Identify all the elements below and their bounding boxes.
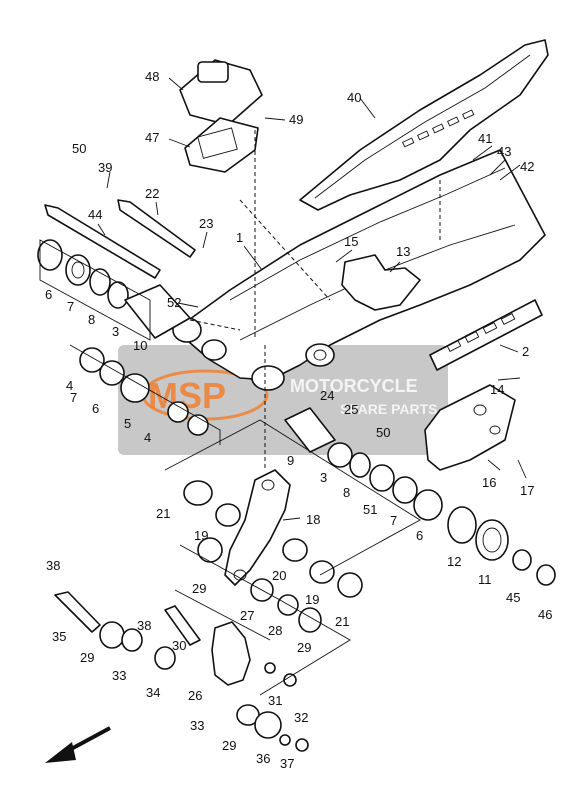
callout-32: 32 xyxy=(294,710,308,725)
callout-43: 43 xyxy=(497,144,511,159)
callout-8b: 8 xyxy=(343,485,350,500)
callout-8a: 8 xyxy=(88,312,95,327)
collars-bushings xyxy=(54,480,363,752)
callout-41: 41 xyxy=(478,131,492,146)
callout-24: 24 xyxy=(320,388,334,403)
callout-25: 25 xyxy=(344,402,358,417)
construction-lines xyxy=(39,130,441,696)
callout-33a: 33 xyxy=(112,668,126,683)
callout-13: 13 xyxy=(396,244,410,259)
callout-18: 18 xyxy=(306,512,320,527)
callout-4b: 4 xyxy=(144,430,151,445)
callout-19b: 19 xyxy=(305,592,319,607)
callout-44: 44 xyxy=(88,207,102,222)
callout-29c: 29 xyxy=(80,650,94,665)
callout-30: 30 xyxy=(172,638,186,653)
pivot-shafts xyxy=(44,199,196,279)
callout-6b: 6 xyxy=(92,401,99,416)
callout-20: 20 xyxy=(272,568,286,583)
callout-37: 37 xyxy=(280,756,294,771)
callout-27: 27 xyxy=(240,608,254,623)
callout-40: 40 xyxy=(347,90,361,105)
callout-7c: 7 xyxy=(390,513,397,528)
callout-35: 35 xyxy=(52,629,66,644)
callout-21b: 21 xyxy=(335,614,349,629)
callout-11: 11 xyxy=(478,572,492,587)
arrow-front-left-icon xyxy=(45,726,111,763)
callout-labels: 1 2 3 3 4 4 5 6 6 6 7 7 7 8 8 9 10 11 12… xyxy=(45,69,552,771)
callout-4a: 4 xyxy=(66,378,73,393)
callout-6c: 6 xyxy=(416,528,423,543)
callout-36: 36 xyxy=(256,751,270,766)
callout-7a: 7 xyxy=(67,299,74,314)
callout-29b: 29 xyxy=(297,640,311,655)
callout-5: 5 xyxy=(124,416,131,431)
callout-3a: 3 xyxy=(112,324,119,339)
callout-29d: 29 xyxy=(222,738,236,753)
callout-9: 9 xyxy=(287,453,294,468)
connecting-rod xyxy=(211,621,251,686)
callout-38a: 38 xyxy=(46,558,60,573)
bearing-stack-right xyxy=(284,407,556,586)
callout-3b: 3 xyxy=(320,470,327,485)
callout-17: 17 xyxy=(520,483,534,498)
callout-47: 47 xyxy=(145,130,159,145)
seat-cover-parts xyxy=(179,59,263,173)
callout-16: 16 xyxy=(482,475,496,490)
callout-39: 39 xyxy=(98,160,112,175)
callout-23: 23 xyxy=(199,216,213,231)
callout-34: 34 xyxy=(146,685,160,700)
callout-6a: 6 xyxy=(45,287,52,302)
callout-12: 12 xyxy=(447,554,461,569)
callout-15: 15 xyxy=(344,234,358,249)
callout-29a: 29 xyxy=(192,581,206,596)
callout-45: 45 xyxy=(506,590,520,605)
callout-42: 42 xyxy=(520,159,534,174)
watermark-line1: MOTORCYCLE xyxy=(290,376,418,396)
callout-21a: 21 xyxy=(156,506,170,521)
chain-guard xyxy=(299,39,549,211)
callout-38b: 38 xyxy=(137,618,151,633)
callout-14: 14 xyxy=(490,382,504,397)
callout-50a: 50 xyxy=(72,141,86,156)
callout-1: 1 xyxy=(236,230,243,245)
callout-26: 26 xyxy=(188,688,202,703)
watermark-line2: SPARE PARTS xyxy=(340,401,438,417)
callout-33b: 33 xyxy=(190,718,204,733)
relay-arm xyxy=(224,469,291,586)
chain-puller xyxy=(424,384,516,471)
callout-52: 52 xyxy=(167,295,181,310)
leader-lines xyxy=(97,77,527,521)
callout-49: 49 xyxy=(289,112,303,127)
callout-51: 51 xyxy=(363,502,377,517)
callout-22: 22 xyxy=(145,186,159,201)
callout-19a: 19 xyxy=(194,528,208,543)
callout-10: 10 xyxy=(133,338,147,353)
chain-support xyxy=(341,254,421,311)
callout-48: 48 xyxy=(145,69,159,84)
callout-2: 2 xyxy=(522,344,529,359)
callout-46: 46 xyxy=(538,607,552,622)
callout-50b: 50 xyxy=(376,425,390,440)
callout-31: 31 xyxy=(268,693,282,708)
callout-7b: 7 xyxy=(70,390,77,405)
callout-28: 28 xyxy=(268,623,282,638)
